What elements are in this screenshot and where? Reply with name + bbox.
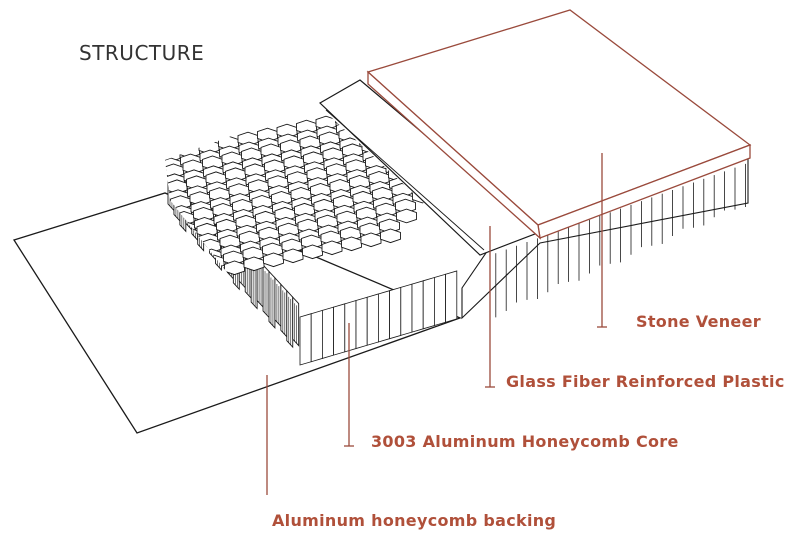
label-glass-fiber: Glass Fiber Reinforced Plastic xyxy=(506,372,785,391)
honeycomb-front-cell xyxy=(445,270,458,323)
honeycomb-cell xyxy=(243,256,265,272)
honeycomb-cell xyxy=(263,252,284,268)
honeycomb-cell xyxy=(282,248,304,264)
honeycomb-front-cell xyxy=(355,296,368,350)
honeycomb-front-cell xyxy=(422,276,435,330)
honeycomb-front-cell xyxy=(310,309,323,363)
honeycomb-cell xyxy=(396,208,417,224)
honeycomb-front-cell xyxy=(333,303,346,356)
label-honeycomb-core: 3003 Aluminum Honeycomb Core xyxy=(371,432,679,451)
stone-veneer-front xyxy=(367,70,541,240)
leader-glass xyxy=(485,226,495,388)
honeycomb-front-cell xyxy=(366,293,379,346)
honeycomb-right-ribs xyxy=(495,163,746,318)
leader-core xyxy=(344,323,354,447)
honeycomb-cell xyxy=(224,260,245,276)
honeycomb-cell xyxy=(380,228,401,244)
honeycomb-front-cell xyxy=(321,306,335,359)
honeycomb-front-cell xyxy=(377,290,391,343)
honeycomb-cell xyxy=(321,240,343,256)
honeycomb-front-cell xyxy=(411,280,424,333)
honeycomb-side-cell xyxy=(286,289,294,349)
backing-sheet xyxy=(12,192,462,434)
honeycomb-side-cell xyxy=(268,270,276,329)
honeycomb-side-walls xyxy=(167,160,458,366)
honeycomb-front-cell xyxy=(344,300,357,353)
label-honeycomb-backing: Aluminum honeycomb backing xyxy=(272,511,557,530)
honeycomb-front-cell xyxy=(299,313,312,366)
honeycomb-cell xyxy=(341,236,362,252)
honeycomb-side-cell xyxy=(262,263,270,319)
diagram-title: STRUCTURE xyxy=(79,41,205,65)
glass-fiber-edge xyxy=(325,109,485,251)
honeycomb-side-cell xyxy=(280,283,288,338)
honeycomb-side-cell xyxy=(292,295,300,347)
honeycomb-front-cell xyxy=(433,273,447,327)
leader-stone xyxy=(597,153,607,328)
honeycomb-side-cell xyxy=(274,276,282,328)
honeycomb-front-cell xyxy=(389,286,402,340)
honeycomb-cell xyxy=(165,177,166,193)
honeycomb-cell xyxy=(302,244,323,260)
honeycomb-front-cell xyxy=(400,283,413,336)
honeycomb-cell xyxy=(360,232,382,248)
honeycomb-cell xyxy=(144,168,164,182)
label-stone-veneer: Stone Veneer xyxy=(636,312,761,331)
